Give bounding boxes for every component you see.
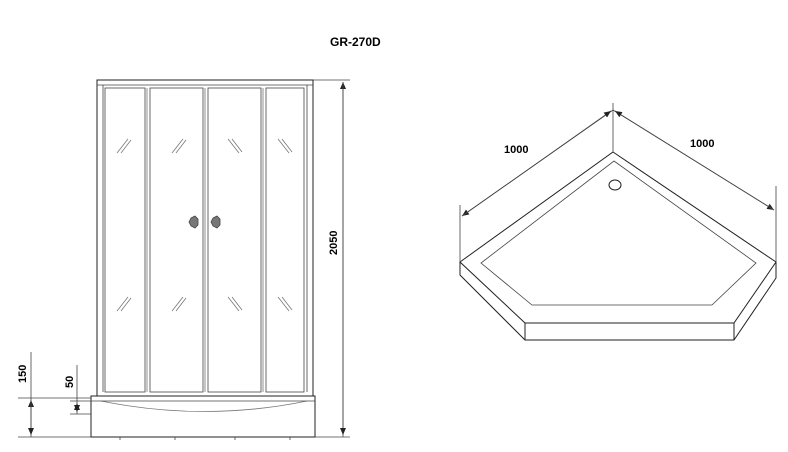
top-view-dimensions: 1000 1000	[459, 103, 777, 262]
step-dimension: 50	[64, 365, 91, 415]
drain-icon	[608, 179, 622, 191]
glass-reflection-marks	[116, 138, 293, 312]
glass-panel-center-right	[207, 87, 262, 393]
height-dimension-label: 2050	[328, 231, 340, 255]
tray-inner-basin	[480, 160, 757, 306]
model-title: GR-270D	[330, 35, 381, 49]
tray-top-outer	[459, 151, 777, 324]
top-view-tray	[459, 151, 777, 341]
tray-height-label: 150	[17, 365, 29, 383]
height-dimension: 2050	[313, 79, 350, 438]
glass-panel-right	[265, 87, 305, 393]
right-side-dimension-label: 1000	[690, 138, 714, 150]
step-dimension-label: 50	[64, 376, 76, 388]
front-view	[90, 79, 316, 440]
glass-panel-center-left	[149, 87, 204, 393]
glass-panel-left	[104, 87, 146, 393]
door-handle-right	[210, 215, 221, 229]
shower-tray	[90, 395, 316, 438]
tray-height-dimension: 150	[17, 352, 91, 438]
left-side-dimension-label: 1000	[504, 144, 528, 156]
door-handle-left	[188, 215, 199, 229]
